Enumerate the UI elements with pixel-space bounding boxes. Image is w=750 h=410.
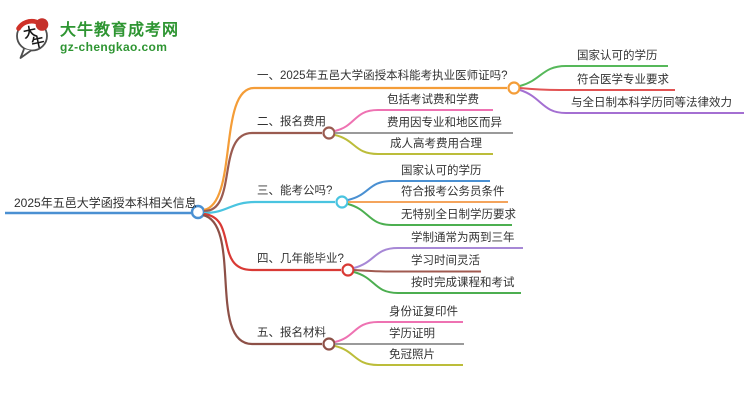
branch-3-sub-1-link xyxy=(347,180,490,201)
branch-1-sub-1-link xyxy=(519,65,668,87)
branch-1-link xyxy=(203,86,507,212)
branch-2-sub-1-link xyxy=(334,109,493,132)
branch-4-subtopic-2[interactable]: 学习时间灵活 xyxy=(411,255,480,267)
branch-3-node[interactable] xyxy=(335,195,349,209)
branch-4-subtopic-3[interactable]: 按时完成课程和考试 xyxy=(411,277,515,289)
branch-1-sub-2-link xyxy=(519,87,675,91)
branch-3-topic[interactable]: 三、能考公吗? xyxy=(257,185,333,197)
site-logo: 大 牛 大牛教育成考网 gz-chengkao.com xyxy=(13,15,179,61)
branch-4-sub-3-link xyxy=(353,271,521,294)
branch-5-topic[interactable]: 五、报名材料 xyxy=(257,327,326,339)
branch-1-subtopic-2[interactable]: 符合医学专业要求 xyxy=(577,74,669,86)
branch-5-subtopic-1[interactable]: 身份证复印件 xyxy=(389,306,458,318)
branch-2-link xyxy=(203,131,322,213)
logo-title: 大牛教育成考网 xyxy=(60,22,180,39)
branch-2-subtopic-3[interactable]: 成人高考费用合理 xyxy=(390,138,482,150)
branch-5-link xyxy=(202,213,322,346)
root-topic[interactable]: 2025年五邑大学函授本科相关信息 xyxy=(14,196,197,210)
daniu-bubble-icon: 大 牛 xyxy=(16,18,49,59)
branch-4-sub-1-link xyxy=(353,247,523,269)
branch-4-topic[interactable]: 四、几年能毕业? xyxy=(257,253,344,265)
branch-4-node[interactable] xyxy=(341,263,355,277)
branch-1-subtopic-3[interactable]: 与全日制本科学历同等法律效力 xyxy=(571,97,732,109)
branch-4-sub-2-link xyxy=(353,269,481,273)
branch-2-sub-3-link xyxy=(334,134,493,155)
branch-3-subtopic-2[interactable]: 符合报考公务员条件 xyxy=(401,186,505,198)
branch-2-subtopic-2[interactable]: 费用因专业和地区而异 xyxy=(387,117,502,129)
branch-5-sub-3-link xyxy=(334,345,463,366)
red-arc xyxy=(16,18,39,31)
branch-2-node[interactable] xyxy=(322,126,336,140)
icon-char-da: 大 xyxy=(22,24,38,41)
branch-3-subtopic-1[interactable]: 国家认可的学历 xyxy=(401,165,482,177)
branch-1-node[interactable] xyxy=(507,81,521,95)
branch-5-subtopic-2[interactable]: 学历证明 xyxy=(389,328,435,340)
branch-5-sub-1-link xyxy=(334,321,463,343)
red-seal xyxy=(35,18,49,31)
branch-1-topic[interactable]: 一、2025年五邑大学函授本科能考执业医师证吗? xyxy=(257,70,508,82)
branch-1-subtopic-1[interactable]: 国家认可的学历 xyxy=(577,50,658,62)
icon-char-niu: 牛 xyxy=(30,34,46,51)
branch-5-node[interactable] xyxy=(322,337,336,351)
branch-1-sub-3-link xyxy=(519,89,744,114)
branch-5-subtopic-3[interactable]: 免冠照片 xyxy=(389,349,435,361)
branch-3-subtopic-3[interactable]: 无特别全日制学历要求 xyxy=(401,209,516,221)
branch-3-sub-3-link xyxy=(347,203,512,226)
branch-2-subtopic-1[interactable]: 包括考试费和学费 xyxy=(387,94,479,106)
branch-4-subtopic-1[interactable]: 学制通常为两到三年 xyxy=(411,232,515,244)
branch-4-link xyxy=(203,212,341,272)
branch-2-topic[interactable]: 二、报名费用 xyxy=(257,116,326,128)
logo-domain: gz-chengkao.com xyxy=(60,40,168,54)
branch-3-link xyxy=(203,200,335,215)
